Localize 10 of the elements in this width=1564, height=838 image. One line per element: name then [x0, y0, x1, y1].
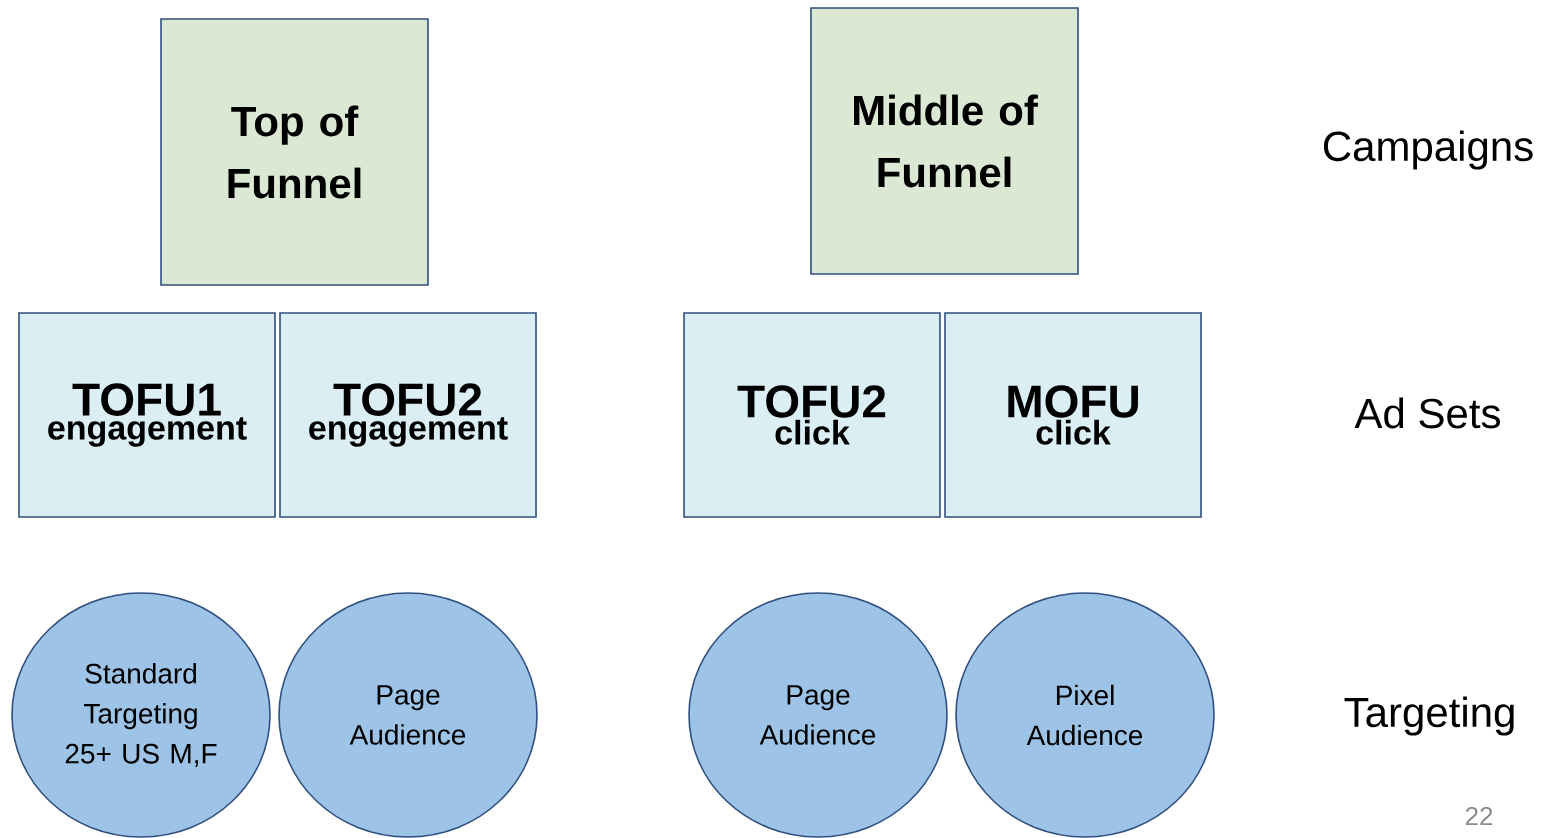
ad-set-box: MOFU click — [944, 312, 1202, 518]
ad-set-box: TOFU2 click — [683, 312, 941, 518]
campaign-box: Top of Funnel — [160, 18, 429, 286]
row-label: Targeting — [1344, 696, 1514, 736]
ad-set-box: TOFU1 engagement — [18, 312, 276, 518]
campaign-box: Middle of Funnel — [810, 7, 1079, 275]
page-number: 22 — [1465, 806, 1493, 826]
ad-set-box: TOFU2 engagement — [279, 312, 537, 518]
row-label: Campaigns — [1323, 130, 1533, 170]
row-label: Ad Sets — [1354, 397, 1500, 429]
